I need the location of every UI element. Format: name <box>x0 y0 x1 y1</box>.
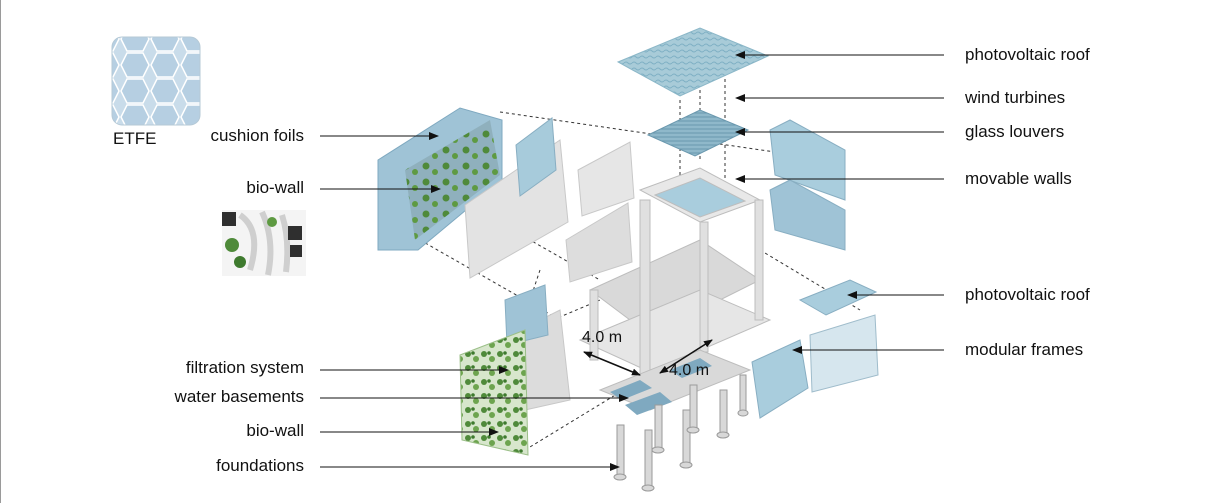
label-movable-walls: movable walls <box>965 169 1072 188</box>
glass-louvers <box>646 109 750 157</box>
lower-bio-wall <box>459 329 529 456</box>
bio-wall-module-detail <box>222 210 306 276</box>
dimension-arrows <box>583 339 713 376</box>
photovoltaic-roof-top <box>616 27 770 97</box>
concrete-wall-panels <box>464 117 635 283</box>
label-water-basements: water basements <box>174 387 304 406</box>
dimension-width-label: 4.0 m <box>582 329 623 346</box>
label-bio-wall-top: bio-wall <box>246 178 304 197</box>
label-bio-wall-bottom: bio-wall <box>246 421 304 440</box>
modular-frames-right <box>751 314 879 419</box>
foundation-piles <box>613 374 749 492</box>
label-photovoltaic-roof-side: photovoltaic roof <box>965 285 1090 304</box>
label-photovoltaic-roof-top: photovoltaic roof <box>965 45 1090 64</box>
label-modular-frames: modular frames <box>965 340 1084 359</box>
label-filtration-system: filtration system <box>185 358 304 377</box>
leader-lines-right <box>735 51 944 354</box>
label-cushion-foils: cushion foils <box>210 126 304 145</box>
label-foundations: foundations <box>216 456 304 475</box>
movable-walls-glass <box>769 119 878 316</box>
etfe-label: ETFE <box>113 129 157 148</box>
leader-lines-left <box>320 132 629 471</box>
dimension-depth-label: 4.0 m <box>669 362 710 379</box>
label-wind-turbines: wind turbines <box>965 88 1066 107</box>
label-glass-louvers: glass louvers <box>965 122 1065 141</box>
modular-frame-structure <box>578 167 772 381</box>
etfe-swatch <box>111 36 201 126</box>
